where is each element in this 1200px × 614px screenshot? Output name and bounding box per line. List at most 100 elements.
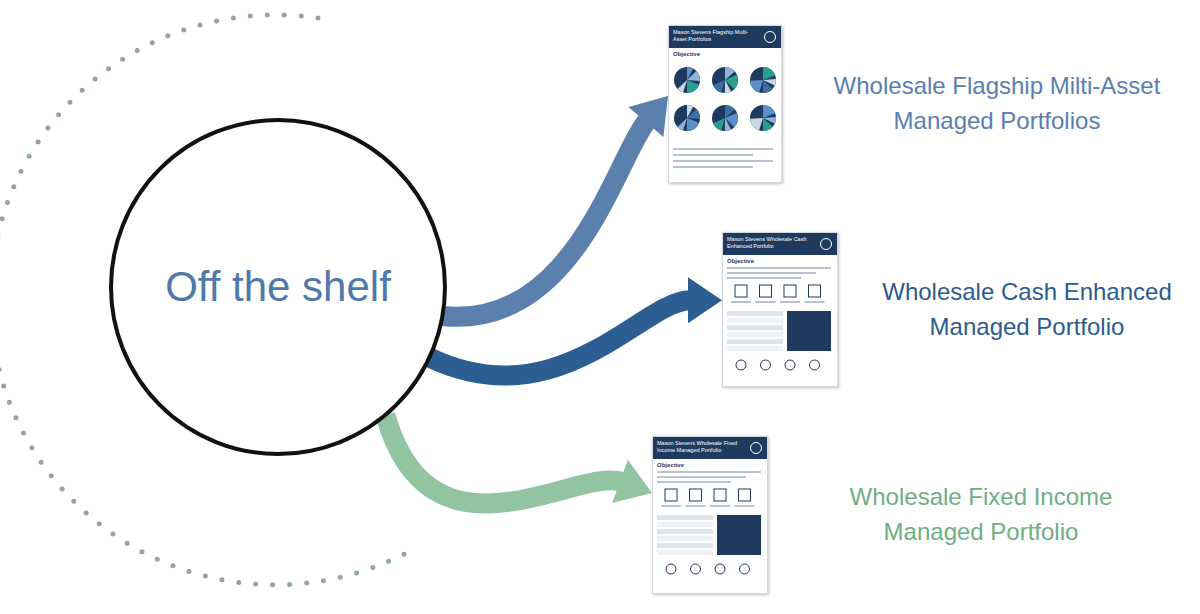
pie-slice (713, 80, 725, 92)
text-bar (661, 505, 681, 507)
connector-arrow (429, 277, 722, 375)
icon (735, 285, 747, 297)
document-title: Mason Stevens Wholesale Cash Enhanced Po… (727, 236, 815, 249)
document-body (653, 469, 767, 589)
portfolio-label: Wholesale Flagship Milti-Asset Managed P… (802, 69, 1192, 139)
pie-slice (763, 80, 773, 93)
text-bar (673, 166, 753, 168)
text-bar (731, 301, 751, 303)
connector-arrow (385, 415, 652, 504)
icon (665, 489, 677, 501)
pie-slice (687, 118, 699, 131)
icon (739, 489, 751, 501)
connector-arrow (442, 96, 668, 317)
text-bar (805, 301, 825, 303)
text-bar (727, 277, 801, 279)
section-heading: Objective (669, 48, 781, 58)
document-thumbnail: Mason Stevens Wholesale Cash Enhanced Po… (722, 232, 838, 387)
highlight-box (787, 311, 831, 351)
portfolio-label: Wholesale Fixed Income Managed Portfolio (816, 480, 1146, 550)
icon (760, 285, 772, 297)
pie-slice (678, 80, 687, 92)
arrow-head (612, 460, 652, 503)
table-row (657, 515, 713, 520)
dotted-arc (0, 15, 410, 585)
pie-slice (687, 109, 700, 119)
portfolio-label: Wholesale Cash Enhanced Managed Portfoli… (862, 275, 1192, 345)
table-row (657, 543, 713, 548)
icon (809, 285, 821, 297)
document-title: Mason Stevens Wholesale Fixed Income Man… (657, 440, 745, 453)
document-thumbnail: Mason Stevens Wholesale Fixed Income Man… (652, 436, 768, 594)
document-body (723, 265, 837, 385)
logo-mark (819, 237, 833, 251)
logo-mark (763, 30, 777, 44)
pie-base (750, 67, 776, 93)
table-row (657, 550, 713, 555)
logo-ring (765, 32, 776, 43)
pie-base (712, 67, 738, 93)
document-node: Mason Stevens Wholesale Cash Enhanced Po… (722, 232, 1192, 387)
text-bar (780, 301, 800, 303)
table-row (657, 536, 713, 541)
icon (740, 564, 750, 574)
pie-slice (713, 118, 725, 130)
text-bar (673, 154, 753, 156)
icon (690, 489, 702, 501)
pie-slice (750, 118, 763, 130)
pie-slice (678, 118, 687, 130)
pie-slice (763, 105, 775, 118)
logo-ring (821, 239, 832, 250)
icon (715, 564, 725, 574)
document-header: Mason Stevens Wholesale Fixed Income Man… (653, 437, 767, 459)
highlight-box (717, 515, 761, 555)
circle-title: Off the shelf (165, 263, 391, 311)
pie-slice (725, 80, 731, 93)
text-bar (727, 267, 831, 269)
logo-mark (749, 441, 763, 455)
logo-ring (751, 443, 762, 454)
icon (784, 285, 796, 297)
connector-shaft (385, 415, 622, 504)
arrow-head (688, 277, 722, 323)
circle-ring (111, 120, 445, 454)
pie-base (674, 67, 700, 93)
document-thumbnail: Mason Stevens Flagship Multi-Asset Portf… (668, 25, 782, 183)
table-row (727, 346, 783, 351)
pie-base (712, 105, 738, 131)
document-header: Mason Stevens Flagship Multi-Asset Portf… (669, 26, 781, 48)
table-row (727, 339, 783, 344)
text-bar (727, 272, 816, 274)
document-header: Mason Stevens Wholesale Cash Enhanced Po… (723, 233, 837, 255)
section-heading: Objective (723, 255, 837, 265)
pie-slice (687, 80, 699, 93)
document-node: Mason Stevens Wholesale Fixed Income Man… (652, 436, 1146, 594)
circle-node: Off the shelf (108, 117, 448, 457)
connector-shaft (442, 120, 647, 316)
text-bar (686, 505, 706, 507)
pie-slice (725, 118, 731, 131)
document-title: Mason Stevens Flagship Multi-Asset Portf… (673, 29, 759, 42)
table-row (727, 311, 783, 316)
text-bar (673, 148, 773, 150)
table-row (657, 529, 713, 534)
icon (736, 360, 746, 370)
text-bar (657, 476, 746, 478)
table-row (727, 332, 783, 337)
table-row (727, 318, 783, 323)
text-bar (735, 505, 755, 507)
pie-slice (763, 118, 773, 131)
icon (666, 564, 676, 574)
connector-shaft (429, 300, 690, 375)
icon (810, 360, 820, 370)
table-row (657, 522, 713, 527)
text-bar (673, 160, 773, 162)
pie-slice (750, 80, 763, 92)
icon (785, 360, 795, 370)
section-heading: Objective (653, 459, 767, 469)
pie-base (750, 105, 776, 131)
pie-slice (687, 71, 700, 81)
text-bar (657, 481, 731, 483)
text-bar (657, 471, 761, 473)
table-row (727, 325, 783, 330)
